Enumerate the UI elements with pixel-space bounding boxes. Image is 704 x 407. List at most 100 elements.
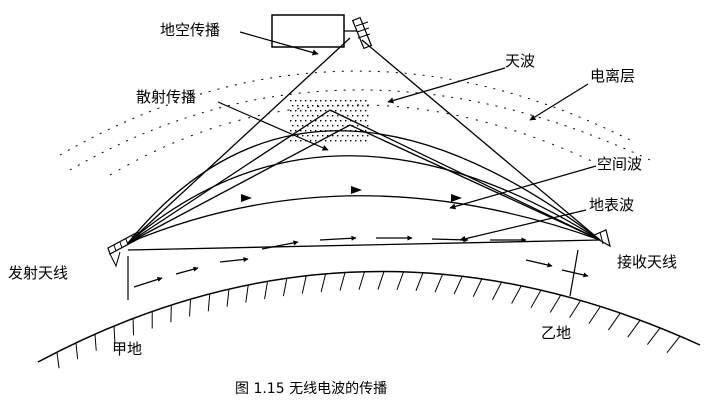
scatter-dot [345,110,346,111]
scatter-dot [367,105,368,106]
scatter-dot [312,135,313,136]
hatch-line [397,272,404,290]
scatter-dot [300,120,301,121]
sky-wave-ray-outer [128,131,600,243]
hatch-line [283,278,286,296]
ground-air-ray-down [362,40,600,240]
scatter-dot [352,115,353,116]
hatch-line [608,313,620,330]
label-rx-antenna: 接收天线 [617,253,677,271]
scatter-dot [327,105,328,106]
scatter-dot [355,140,356,141]
scatter-dot [320,120,321,121]
scatter-dot [300,100,301,101]
sky-wave-ray-inner [128,156,600,243]
hatch-line [589,306,600,323]
direct-ray [128,240,600,250]
ionosphere-layers [60,71,650,175]
hatch-line [265,281,268,299]
scatter-dot [315,100,316,101]
scatter-dot [335,110,336,111]
surface-wave-arrow [320,238,356,240]
scatter-region [290,100,368,141]
hatch-line [570,300,581,317]
scatter-dot [292,125,293,126]
scatter-dot [365,100,366,101]
scatter-dot [367,135,368,136]
scatter-dot [292,105,293,106]
scatter-dot [300,140,301,141]
scatter-dot [367,115,368,116]
surface-wave-arrow [562,270,588,276]
scatter-dot [332,135,333,136]
scatter-dot [312,125,313,126]
hatch-line [454,276,462,294]
scatter-dot [367,125,368,126]
scatter-dot [325,120,326,121]
scatter-dot [310,140,311,141]
scatter-dot [357,125,358,126]
hatch-line [492,282,501,300]
scatter-dot [347,115,348,116]
hatch-line [628,320,640,337]
space-wave-arrow [351,186,362,194]
scatter-dot [295,120,296,121]
scatter-dot [335,120,336,121]
scatter-dot [317,115,318,116]
scatter-dot [332,125,333,126]
scatter-dot [350,110,351,111]
scatter-dot [317,135,318,136]
scatter-dot [332,115,333,116]
scatter-dot [337,125,338,126]
scatter-dot [357,135,358,136]
air-station-box [272,15,344,47]
scatter-dot [340,100,341,101]
scatter-dot [290,130,291,131]
scatter-dot [295,140,296,141]
scatter-dot [330,140,331,141]
leader-lines [218,32,596,240]
scatter-dot [290,120,291,121]
scatter-dot [315,140,316,141]
scatter-dot [342,135,343,136]
hatch-line [57,352,59,368]
hatch-line [435,274,443,292]
hatch-line [416,273,423,291]
scatter-dot [320,100,321,101]
scatter-dot [330,120,331,121]
scatter-dot [290,110,291,111]
scatter-dot [350,140,351,141]
hatch-line [512,286,522,304]
scatter-dot [362,135,363,136]
ionosphere-arc-outer [60,71,630,155]
scatter-dot [295,130,296,131]
scatter-dot [307,115,308,116]
scatter-dot [355,110,356,111]
scatter-dot [325,110,326,111]
scatter-dot [335,100,336,101]
scatter-dot [315,110,316,111]
scatter-dot [355,100,356,101]
scatter-dot [337,105,338,106]
scatter-dot [360,120,361,121]
scatter-dot [302,135,303,136]
hatch-line [667,336,680,353]
scatter-dot [305,130,306,131]
scatter-dot [360,140,361,141]
scatter-dot [305,110,306,111]
scatter-dot [337,135,338,136]
hatch-line [321,274,325,292]
scatter-dot [307,135,308,136]
scatter-dot [352,135,353,136]
label-place-b: 乙地 [541,324,571,342]
scatter-dot [310,120,311,121]
scatter-dot [295,100,296,101]
scatter-dot [347,105,348,106]
scatter-dot [325,140,326,141]
scatter-dot [310,110,311,111]
scatter-dot [340,120,341,121]
scatter-dot [365,110,366,111]
leader-ionosphere [530,84,588,120]
scatter-dot [357,105,358,106]
scatter-ray-3 [330,110,600,240]
